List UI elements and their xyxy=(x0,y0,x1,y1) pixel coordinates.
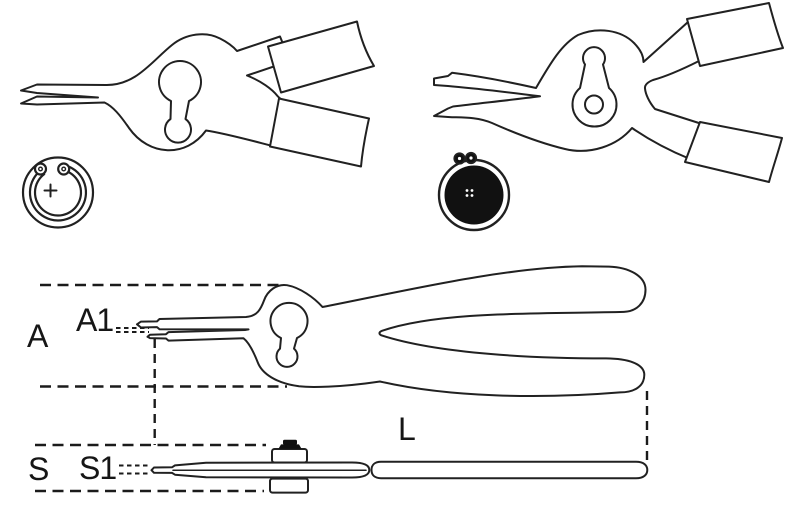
shaft-disc xyxy=(444,165,504,225)
pliers-body-outline xyxy=(136,265,647,398)
dimension-label-s: S xyxy=(28,451,49,487)
handle-bar xyxy=(370,460,649,480)
lower-handle-grip xyxy=(269,97,370,168)
dimension-label-s1: S1 xyxy=(79,450,117,486)
pivot-boss-lower xyxy=(269,477,309,494)
dimensioned-pliers-side-view xyxy=(150,439,649,494)
pliers-body-outline xyxy=(20,33,291,152)
upper-handle-grip xyxy=(267,20,375,94)
dimension-lines xyxy=(35,283,649,493)
keyhole-cutout xyxy=(158,60,202,144)
center-cross-icon xyxy=(43,183,58,198)
circlip-lug-left xyxy=(33,162,48,176)
dimension-label-a: A xyxy=(27,318,48,354)
keyhole-cutout xyxy=(269,301,309,368)
pliers-body-outline xyxy=(433,21,703,160)
lug-hole-right xyxy=(469,156,473,160)
dimension-label-a1: A1 xyxy=(76,302,114,338)
lug-hole-left xyxy=(38,166,44,172)
circlip-lug-right xyxy=(57,162,71,176)
dimensioned-pliers-top-view xyxy=(136,265,647,398)
circlip-outer-arc xyxy=(28,164,88,222)
lug-hole-right xyxy=(61,166,67,172)
pivot-screw-icon xyxy=(278,439,302,449)
lug-hole-left xyxy=(457,156,462,161)
internal-circlip-pliers-figure xyxy=(20,20,375,168)
pivot-hole xyxy=(584,94,604,115)
circlip-inner-arc xyxy=(33,169,83,217)
lower-handle-grip xyxy=(684,121,783,183)
internal-circlip-symbol xyxy=(21,156,95,229)
keyhole-cutout xyxy=(571,46,618,128)
center-dots xyxy=(465,189,474,197)
external-circlip-pliers-figure xyxy=(433,2,784,183)
pivot-boss-upper xyxy=(271,448,308,464)
upper-handle-grip xyxy=(686,2,784,67)
dimension-label-l: L xyxy=(398,411,416,447)
bore-circle xyxy=(21,156,95,229)
external-circlip-symbol xyxy=(437,151,511,232)
